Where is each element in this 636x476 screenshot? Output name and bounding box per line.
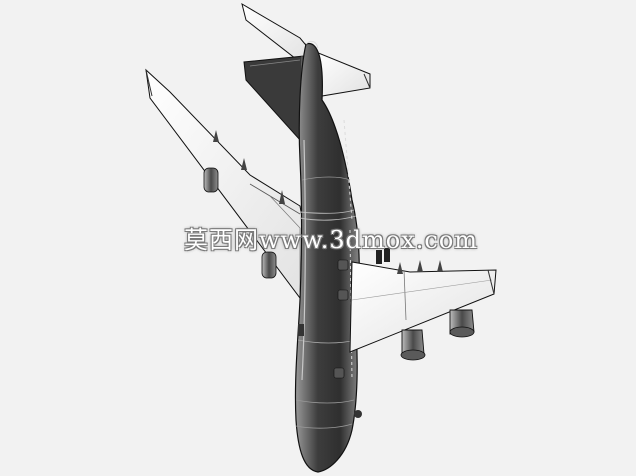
fuselage bbox=[294, 40, 360, 473]
left-wing-engines bbox=[203, 130, 285, 279]
landing-gear bbox=[298, 248, 390, 418]
right-wing bbox=[349, 260, 497, 353]
fuselage-pods bbox=[333, 259, 349, 379]
right-wing-engines bbox=[400, 309, 475, 361]
